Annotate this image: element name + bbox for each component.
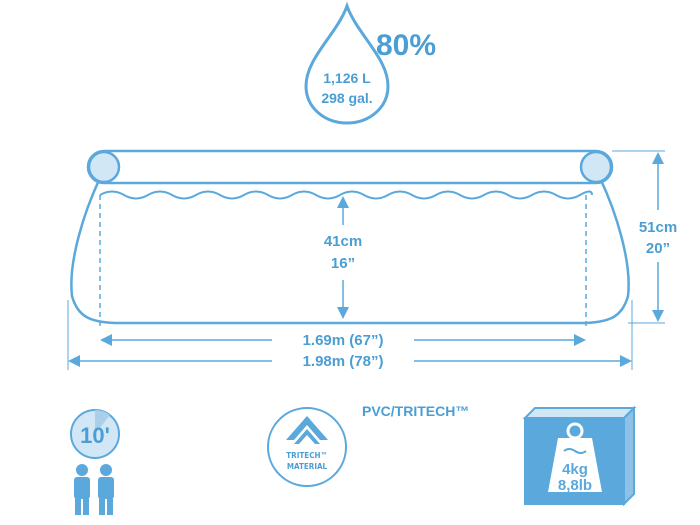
material-title: PVC/TRITECH™ (362, 403, 469, 419)
height-in: 20” (646, 240, 670, 257)
water-surface-wave (99, 190, 593, 200)
water-depth-in: 16” (331, 255, 355, 272)
weight-icon (548, 422, 602, 492)
badge-line2: MATERIAL (287, 462, 328, 471)
water-drop-icon (304, 1, 390, 125)
box-side (623, 405, 635, 507)
weight-lb: 8,8lb (558, 477, 592, 494)
tritech-layers-icon (286, 416, 328, 444)
inner-diameter-dimension (100, 334, 586, 346)
water-depth-cm: 41cm (324, 233, 362, 250)
tritech-badge: TRITECH™ MATERIAL (267, 407, 347, 487)
person-icon (74, 464, 90, 515)
capacity-gallons: 298 gal. (321, 90, 372, 106)
capacity-liters: 1,126 L (323, 70, 371, 86)
weight-box: 4kg 8,8lb (522, 405, 637, 507)
ring-end-right (579, 150, 613, 184)
box-top (522, 407, 637, 419)
person-icon (98, 464, 114, 515)
outer-diameter-dimension (67, 300, 633, 370)
inner-diameter: 1.69m (67”) (303, 332, 384, 349)
water-depth-arrow (337, 196, 349, 319)
fill-percent: 80% (376, 29, 436, 62)
height-cm: 51cm (639, 219, 677, 236)
inflatable-ring (86, 149, 614, 185)
badge-line1: TRITECH™ (286, 451, 327, 460)
pool-drawing: 41cm 16” (70, 149, 630, 330)
setup-info: 10' (70, 409, 120, 515)
setup-time: 10' (80, 423, 110, 448)
weight-kg: 4kg (562, 461, 588, 478)
height-dimension (612, 150, 665, 324)
capacity-drop: 1,126 L 298 gal. 80% (304, 1, 436, 125)
ring-end-left (87, 150, 121, 184)
pool-shell (70, 177, 630, 325)
clock-progress (95, 409, 110, 434)
outer-diameter: 1.98m (78”) (303, 353, 384, 370)
